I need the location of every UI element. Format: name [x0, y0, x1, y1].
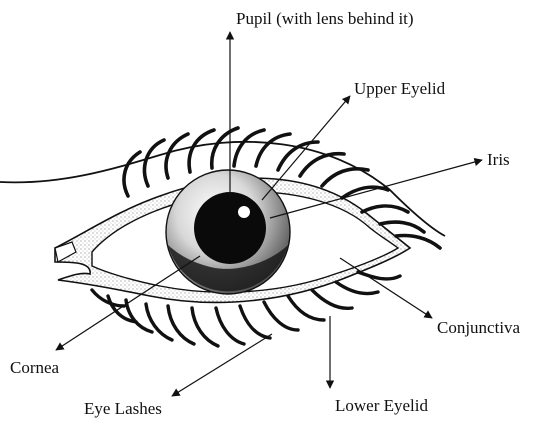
- label-lower-eyelid: Lower Eyelid: [335, 397, 428, 414]
- pupil: [194, 192, 266, 264]
- pupil-highlight: [238, 206, 250, 218]
- label-pupil: Pupil (with lens behind it): [236, 10, 414, 27]
- label-upper-eyelid: Upper Eyelid: [354, 80, 445, 97]
- label-eye-lashes: Eye Lashes: [84, 400, 162, 417]
- pointer-eye-lashes: [172, 334, 272, 396]
- pointer-conjunctiva: [340, 258, 432, 318]
- label-cornea: Cornea: [10, 359, 59, 376]
- label-conjunctiva: Conjunctiva: [437, 319, 520, 336]
- label-iris: Iris: [487, 151, 510, 168]
